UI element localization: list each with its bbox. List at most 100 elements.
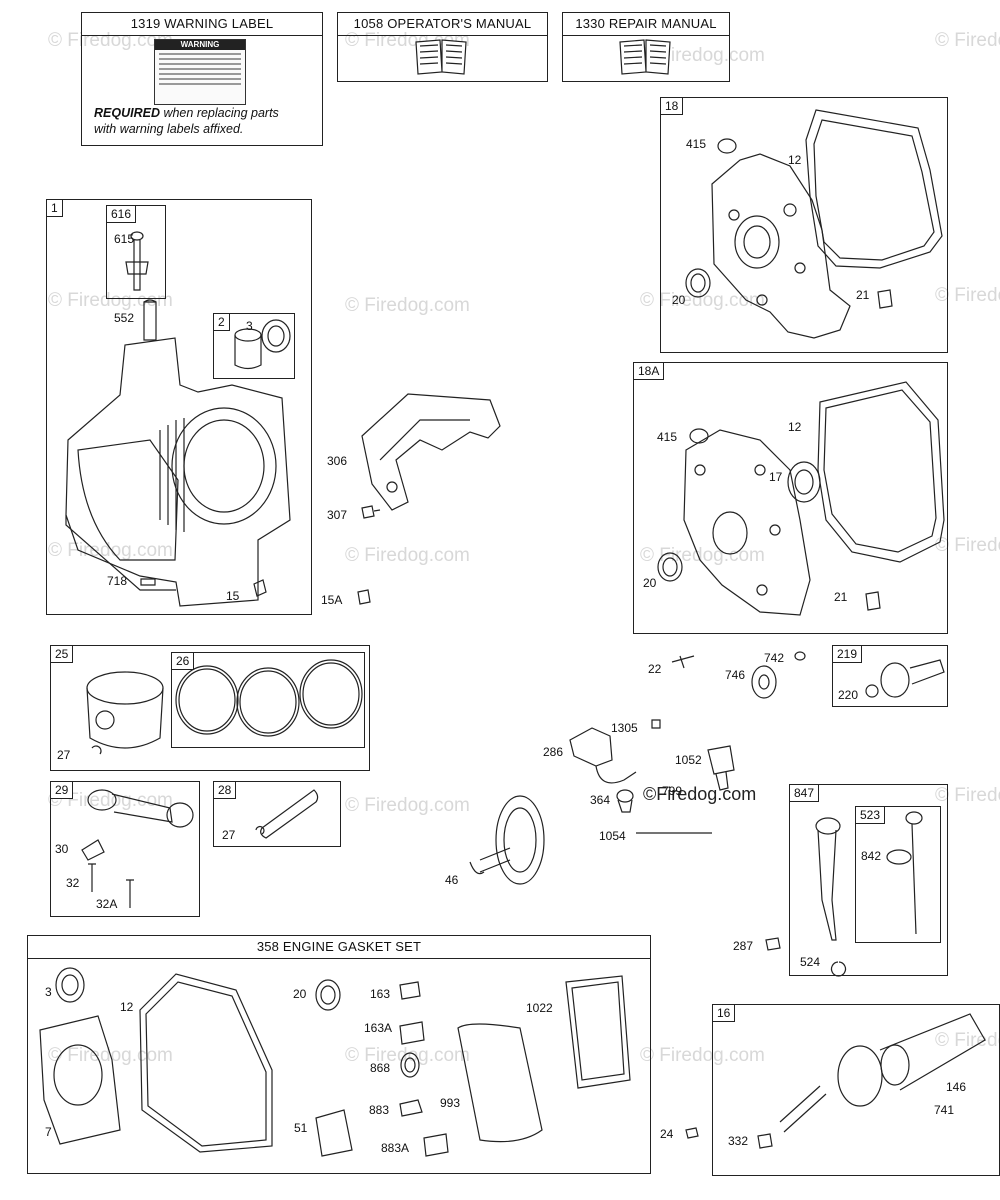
box-number: 847 xyxy=(790,785,820,802)
part-number-label[interactable]: 993 xyxy=(440,1096,461,1110)
part-number-label[interactable]: 287 xyxy=(733,939,754,953)
sleeve-kit-box[interactable]: 2 xyxy=(213,313,295,379)
operators-manual-box[interactable]: 1058 OPERATOR'S MANUAL xyxy=(337,12,548,82)
screw-icon xyxy=(651,719,661,729)
part-number-label[interactable]: 3 xyxy=(246,319,253,333)
box-number: 523 xyxy=(856,807,886,824)
part-number-label[interactable]: 746 xyxy=(725,668,746,682)
connecting-rod-box[interactable]: 29 xyxy=(50,781,200,917)
part-number-label[interactable]: 32 xyxy=(66,876,80,890)
sump-assembly-box[interactable]: 18 xyxy=(660,97,948,353)
watermark: © Firedog.com xyxy=(935,30,1000,51)
bolt-icon xyxy=(671,655,695,669)
part-number-label[interactable]: 883A xyxy=(381,1141,410,1155)
required-word: REQUIRED xyxy=(94,106,160,120)
watermark: © Firedog.com xyxy=(935,535,1000,556)
part-number-label[interactable]: 718 xyxy=(107,574,128,588)
part-number-label[interactable]: 883 xyxy=(369,1103,390,1117)
sump-assembly-alt-box[interactable]: 18A xyxy=(633,362,948,634)
box-number: 16 xyxy=(713,1005,736,1022)
piston-pin-box[interactable]: 28 xyxy=(213,781,341,847)
operators-manual-title: 1058 OPERATOR'S MANUAL xyxy=(338,13,547,36)
part-number-label[interactable]: 799 xyxy=(662,784,683,798)
part-number-label[interactable]: 220 xyxy=(838,688,859,702)
governor-gear-box[interactable]: 219 xyxy=(832,645,948,707)
camshaft-icon xyxy=(469,795,545,885)
box-number: 18 xyxy=(661,98,684,115)
part-number-label[interactable]: 21 xyxy=(834,590,848,604)
watermark: © Firedog.com xyxy=(935,785,1000,806)
part-number-label[interactable]: 163 xyxy=(370,987,391,1001)
warning-sign-icon: WARNING xyxy=(154,39,246,105)
part-number-label[interactable]: 364 xyxy=(590,793,611,807)
part-number-label[interactable]: 1054 xyxy=(599,829,626,843)
repair-manual-box[interactable]: 1330 REPAIR MANUAL xyxy=(562,12,730,82)
part-number-label[interactable]: 306 xyxy=(327,454,348,468)
part-number-label[interactable]: 146 xyxy=(946,1080,967,1094)
ring-set-box[interactable]: 26 xyxy=(171,652,365,748)
part-number-label[interactable]: 1305 xyxy=(611,721,638,735)
part-number-label[interactable]: 27 xyxy=(222,828,236,842)
piston-assembly-box[interactable]: 25 xyxy=(50,645,370,771)
breather-kit-box[interactable]: 616 xyxy=(106,205,166,299)
part-number-label[interactable]: 842 xyxy=(861,849,882,863)
part-number-label[interactable]: 286 xyxy=(543,745,564,759)
part-number-label[interactable]: 7 xyxy=(45,1125,52,1139)
part-number-label[interactable]: 20 xyxy=(672,293,686,307)
part-number-label[interactable]: 524 xyxy=(800,955,821,969)
part-number-label[interactable]: 332 xyxy=(728,1134,749,1148)
watermark: © Firedog.com xyxy=(345,545,470,566)
part-number-label[interactable]: 1052 xyxy=(675,753,702,767)
warning-note: REQUIRED when replacing parts with warni… xyxy=(94,105,279,137)
part-number-label[interactable]: 868 xyxy=(370,1061,391,1075)
part-number-label[interactable]: 24 xyxy=(660,1127,674,1141)
part-number-label[interactable]: 415 xyxy=(686,137,707,151)
part-number-label[interactable]: 307 xyxy=(327,508,348,522)
part-number-label[interactable]: 22 xyxy=(648,662,662,676)
part-number-label[interactable]: 17 xyxy=(769,470,783,484)
part-number-label[interactable]: 615 xyxy=(114,232,135,246)
box-number: 25 xyxy=(51,646,74,663)
cylinder-assembly-box[interactable]: 1 xyxy=(46,199,312,615)
firedog-credit: ©Firedog.com xyxy=(643,784,757,804)
part-number-label[interactable]: 741 xyxy=(934,1103,955,1117)
box-number: 18A xyxy=(634,363,665,380)
watermark: © Firedog.com xyxy=(935,285,1000,306)
box-number: 26 xyxy=(172,653,195,670)
box-number: 29 xyxy=(51,782,74,799)
part-number-label[interactable]: 415 xyxy=(657,430,678,444)
part-number-label[interactable]: 15 xyxy=(226,589,240,603)
part-number-label[interactable]: 15A xyxy=(321,593,343,607)
part-number-label[interactable]: 552 xyxy=(114,311,135,325)
watermark: © Firedog.com xyxy=(48,290,173,311)
part-number-label[interactable]: 30 xyxy=(55,842,69,856)
part-number-label[interactable]: 12 xyxy=(788,153,802,167)
part-number-label[interactable]: 12 xyxy=(788,420,802,434)
part-number-label[interactable]: 51 xyxy=(294,1121,308,1135)
part-number-label[interactable]: 27 xyxy=(57,748,71,762)
part-number-label[interactable]: 32A xyxy=(96,897,118,911)
wire-icon xyxy=(595,765,637,784)
watermark: © Firedog.com xyxy=(345,295,470,316)
box-number: 219 xyxy=(833,646,863,663)
part-number-label[interactable]: 1022 xyxy=(526,1001,553,1015)
oil-fill-tube-box[interactable]: 847 xyxy=(789,784,948,976)
part-number-label[interactable]: 21 xyxy=(856,288,870,302)
watermark: © Firedog.com xyxy=(640,1045,765,1066)
part-number-label[interactable]: 742 xyxy=(764,651,785,665)
repair-manual-title: 1330 REPAIR MANUAL xyxy=(563,13,729,36)
box-number: 28 xyxy=(214,782,237,799)
engine-gasket-set-box[interactable]: 358 ENGINE GASKET SET xyxy=(27,935,651,1174)
warning-word: WARNING xyxy=(155,40,245,50)
part-number-label[interactable]: 163A xyxy=(364,1021,393,1035)
warning-label-title: 1319 WARNING LABEL xyxy=(82,13,322,36)
part-number-label[interactable]: 46 xyxy=(445,873,459,887)
watermark: © Firedog.com xyxy=(640,45,765,66)
dipstick-box[interactable]: 523 xyxy=(855,806,941,943)
warning-label-box[interactable]: 1319 WARNING LABEL WARNING REQUIRED when… xyxy=(81,12,323,146)
part-number-label[interactable]: 12 xyxy=(120,1000,134,1014)
part-number-label[interactable]: 20 xyxy=(293,987,307,1001)
part-number-label[interactable]: 3 xyxy=(45,985,52,999)
part-number-label[interactable]: 20 xyxy=(643,576,657,590)
